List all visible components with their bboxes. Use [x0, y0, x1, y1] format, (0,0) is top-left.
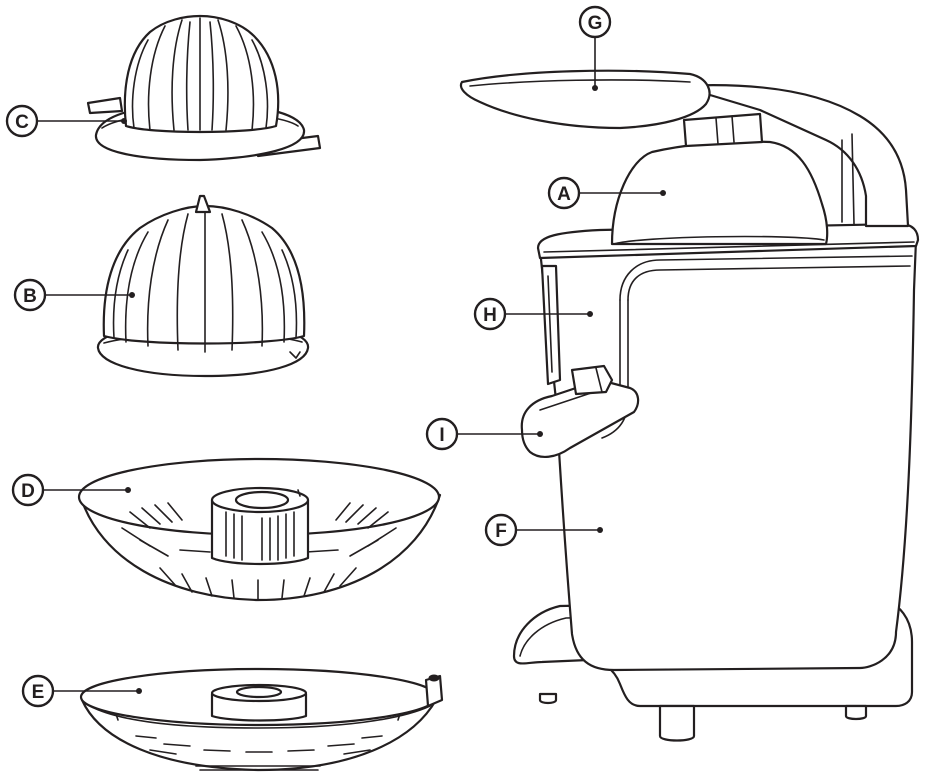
filter-part	[77, 457, 442, 602]
callout-C: C	[5, 104, 39, 138]
lid	[459, 69, 711, 130]
callout-letter: B	[23, 286, 37, 307]
callout-letter: D	[21, 481, 35, 502]
callout-F: F	[484, 513, 518, 547]
callout-letter: E	[32, 682, 45, 703]
assembled-juicer	[459, 69, 920, 742]
press-cap	[610, 140, 829, 246]
callout-letter: H	[483, 305, 497, 326]
callout-letter: G	[588, 13, 603, 34]
callout-G: G	[578, 5, 612, 39]
juice-collector-part	[79, 667, 444, 772]
callout-A: A	[547, 176, 581, 210]
small-cone-part	[86, 14, 322, 162]
callout-B: B	[13, 278, 47, 312]
callout-letter: C	[15, 112, 29, 133]
large-cone-part	[96, 194, 310, 378]
callout-letter: F	[495, 521, 507, 542]
spout	[520, 378, 640, 458]
callout-I: I	[425, 417, 459, 451]
body-window	[540, 264, 562, 386]
callout-letter: I	[439, 425, 444, 446]
callout-E: E	[21, 674, 55, 708]
filter-slots	[121, 502, 397, 600]
leader-lines	[36, 37, 666, 694]
main-body	[538, 238, 918, 672]
callout-letter: A	[557, 184, 571, 205]
callout-D: D	[11, 473, 45, 507]
callout-H: H	[473, 297, 507, 331]
